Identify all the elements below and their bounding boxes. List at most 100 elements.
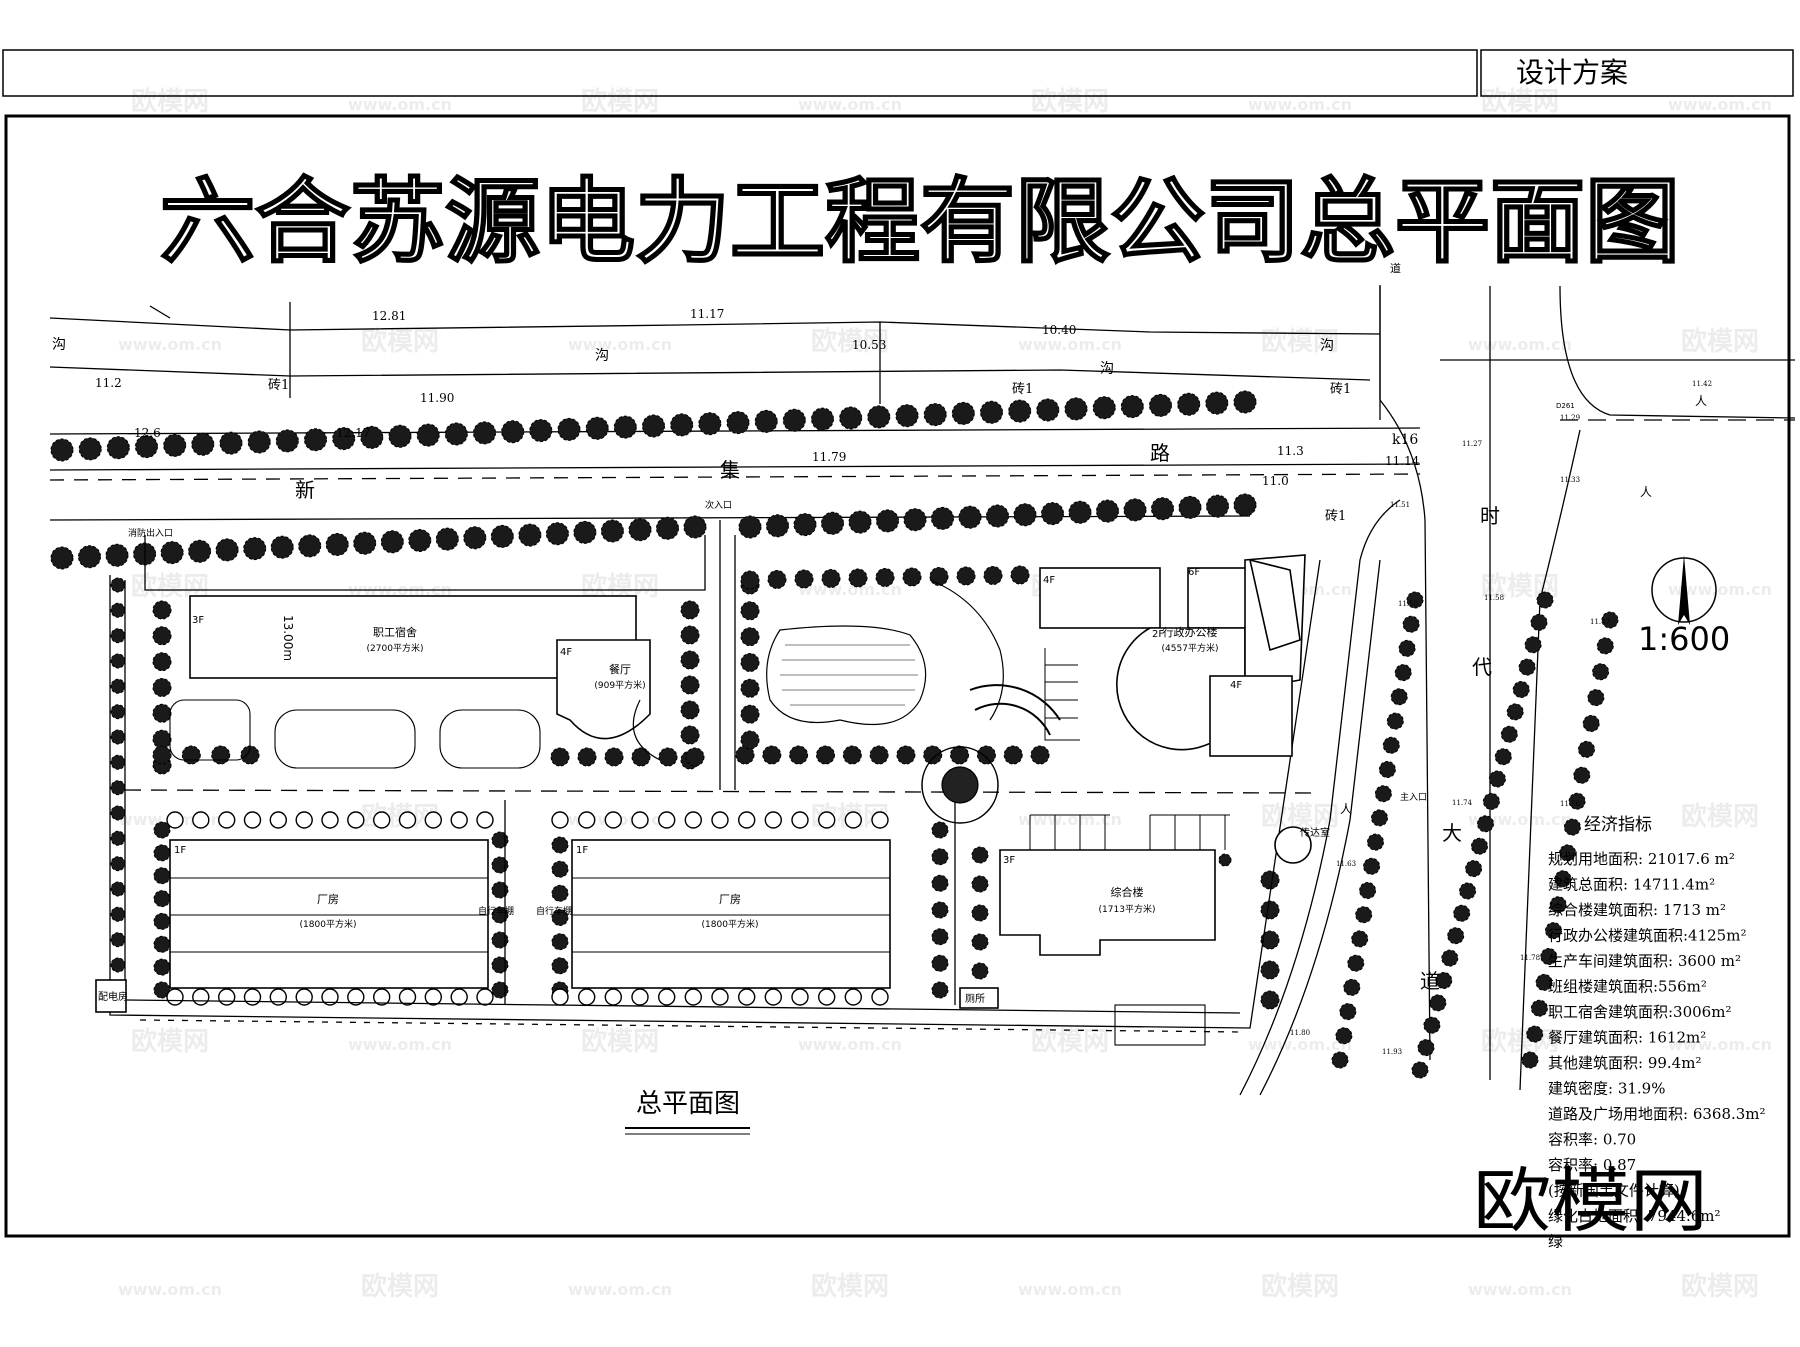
tree-symbol	[1601, 611, 1619, 629]
elevation: 11.51	[1390, 501, 1410, 509]
tree-symbol	[782, 408, 806, 432]
tree-symbol	[1123, 498, 1147, 522]
factory-2-outline	[571, 839, 891, 989]
tree-symbol	[110, 881, 126, 897]
tree-symbol	[740, 678, 760, 698]
factory-2-name: 厂房	[719, 893, 741, 906]
factory-2-floors: 1F	[576, 845, 588, 856]
tree-symbol	[353, 531, 377, 555]
tree-symbol	[1500, 725, 1518, 743]
indicator-item: 规划用地面积: 21017.6 m²	[1548, 850, 1735, 868]
tree-symbol	[1488, 770, 1506, 788]
tree-symbol	[871, 988, 889, 1006]
tree-symbol	[551, 957, 569, 975]
secondary-entrance-label: 次入口	[705, 499, 732, 511]
tree-symbol	[794, 569, 814, 589]
tree-symbol	[110, 856, 126, 872]
tree-symbol	[1378, 761, 1396, 778]
tree-symbol	[896, 745, 916, 765]
tree-symbol	[153, 912, 171, 930]
tree-symbol	[1429, 994, 1447, 1012]
ditch-label-3: 沟	[1100, 361, 1114, 377]
tree-symbol	[551, 884, 569, 902]
power-room-label: 配电房	[98, 990, 128, 1003]
tree-symbol	[491, 881, 509, 899]
tree-symbol	[1453, 904, 1471, 922]
watermark-domain-tile: www.om.cn	[1668, 95, 1772, 114]
tree-symbol	[738, 515, 762, 539]
complex-name: 综合楼	[1111, 885, 1144, 899]
tree-symbol	[971, 846, 989, 864]
ditch-label-2: 沟	[595, 348, 609, 364]
road-label-da: 大	[1442, 821, 1462, 845]
tree-symbol	[793, 513, 817, 537]
office-area: (4557平方米)	[1162, 642, 1219, 654]
tree-symbol	[1363, 857, 1381, 875]
tree-symbol	[347, 988, 365, 1006]
tree-symbol	[476, 811, 494, 829]
tree-symbol	[1036, 398, 1060, 422]
tree-symbol	[923, 745, 943, 765]
elevation: 12.17	[336, 426, 370, 440]
tree-symbol	[110, 754, 126, 770]
tree-symbol	[740, 627, 760, 647]
road-label-xin: 新	[295, 478, 315, 502]
tree-symbol	[604, 988, 622, 1006]
tree-symbol	[951, 401, 975, 425]
tree-symbol	[971, 904, 989, 922]
tree-symbol	[1041, 502, 1064, 526]
tree-symbol	[1367, 833, 1384, 851]
tree-symbol	[754, 409, 778, 433]
tree-symbol	[373, 811, 391, 829]
tree-symbol	[1411, 1061, 1429, 1079]
road-side-label-2: 人	[1640, 485, 1652, 499]
tree-symbol	[110, 653, 126, 669]
tree-symbol	[839, 406, 863, 430]
elevation: 11.79	[812, 450, 846, 464]
tree-symbol	[152, 678, 172, 697]
watermark-domain-tile: www.om.cn	[118, 335, 222, 354]
tree-symbol	[160, 541, 184, 565]
tree-symbol	[298, 534, 322, 558]
tree-symbol	[110, 678, 126, 694]
tree-symbol	[360, 425, 384, 449]
tree-symbol	[1578, 740, 1595, 758]
indicator-item: 班组楼建筑面积:556m²	[1548, 978, 1707, 996]
tree-symbol	[931, 821, 949, 839]
office-floors-d: 4F	[1230, 680, 1242, 691]
tree-symbol	[166, 811, 184, 829]
tree-symbol	[269, 988, 287, 1006]
tree-symbol	[971, 875, 989, 893]
plan-title: 六合苏源电力工程有限公司总平面图	[160, 168, 1680, 276]
tree-symbol	[1386, 712, 1404, 730]
tree-symbol	[762, 745, 782, 765]
indicator-item: 容积率: 0.70	[1548, 1131, 1636, 1149]
tree-symbol	[685, 747, 705, 767]
tree-symbol	[1524, 636, 1542, 654]
tree-symbol	[956, 566, 976, 586]
code-label: D261	[1556, 402, 1575, 410]
tree-symbol	[491, 931, 509, 949]
elevation: 11.56	[1560, 800, 1581, 808]
tree-symbol	[463, 526, 487, 550]
tree-symbol	[871, 811, 889, 829]
tree-symbol	[1521, 1051, 1539, 1069]
main-entrance-label: 主入口	[1400, 791, 1427, 803]
tree-symbol	[269, 811, 287, 829]
tree-symbol	[444, 422, 468, 446]
tree-symbol	[600, 519, 624, 543]
indicator-item: 其他建筑面积: 99.4m²	[1548, 1054, 1701, 1072]
elevation: 11.3	[1277, 444, 1304, 458]
dormitory-name: 职工宿舍	[373, 625, 417, 639]
tree-symbol	[529, 419, 553, 443]
office-wing-a	[1039, 567, 1161, 629]
road-labels: 新 集 路 时 代 大 道 沟 沟 沟 沟 人 人 人 道 k16	[52, 261, 1707, 993]
watermark-brand-tile: 欧模网	[1261, 1271, 1339, 1302]
tree-symbol	[844, 988, 862, 1006]
tree-symbol	[1390, 688, 1408, 706]
tree-symbol	[628, 518, 652, 542]
tree-symbol	[1351, 930, 1369, 948]
tree-symbol	[767, 570, 787, 589]
